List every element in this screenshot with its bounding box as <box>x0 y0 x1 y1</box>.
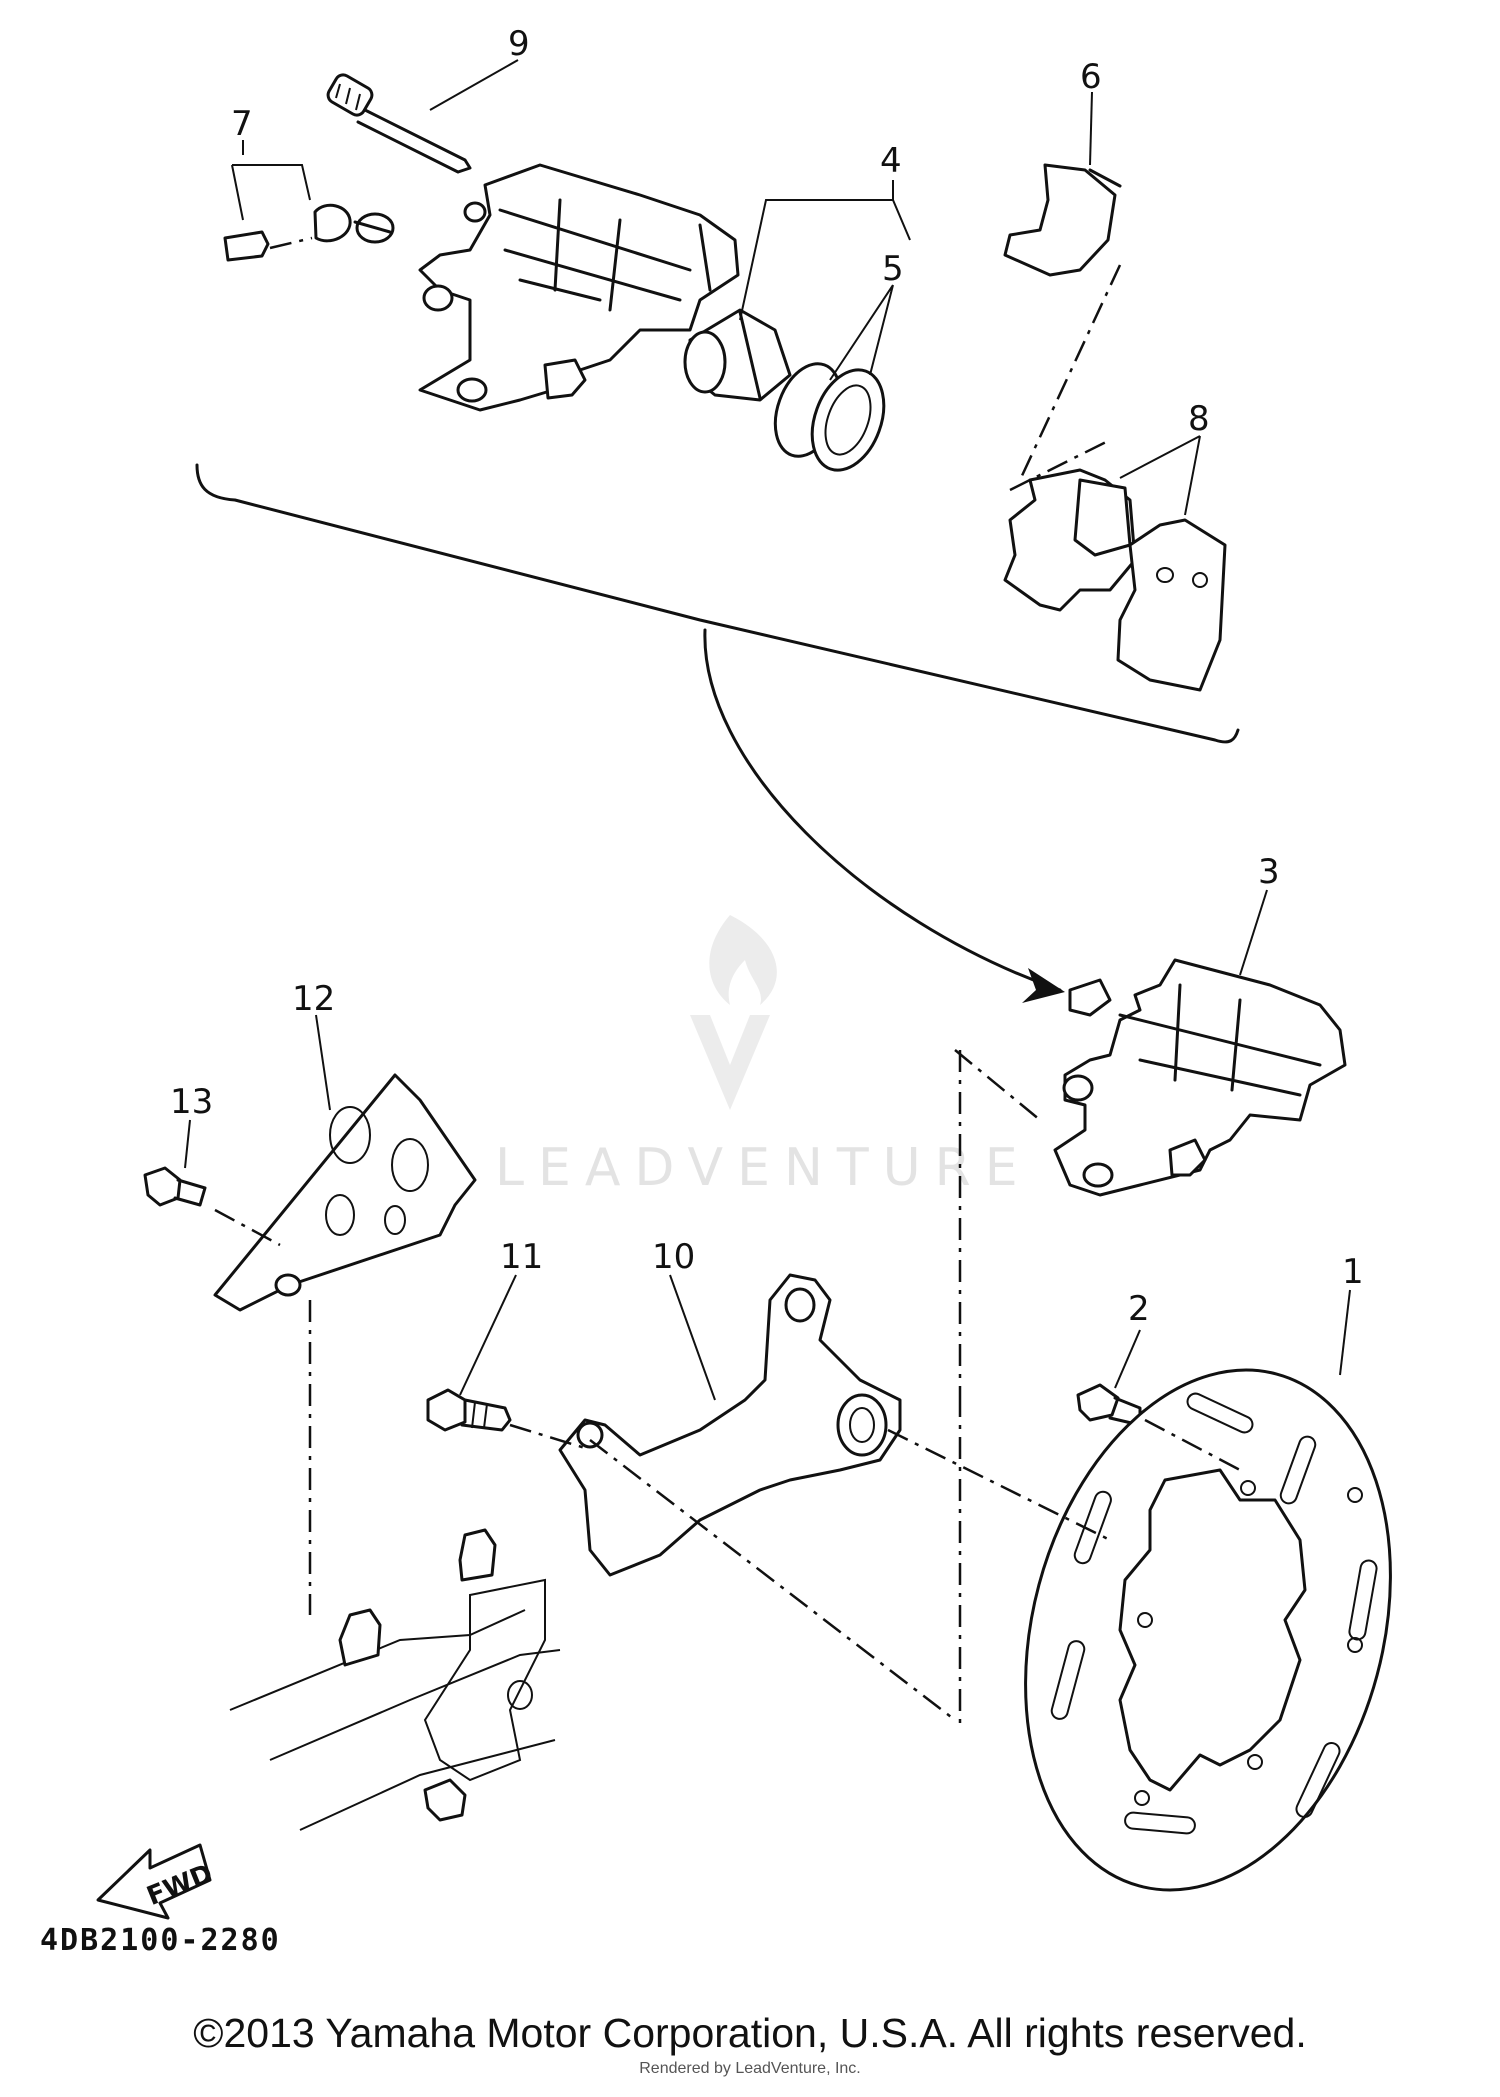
part-10-caliper-bracket <box>558 1273 902 1577</box>
callout-12: 12 <box>292 979 335 1019</box>
forward-direction-arrow: FWD <box>96 1843 217 1920</box>
callout-1: 1 <box>1342 1252 1364 1292</box>
diagram-code: 4DB2100-2280 <box>40 1923 281 1958</box>
disc-inner-cutout <box>1118 1468 1307 1792</box>
flame-logo-icon <box>709 915 777 1005</box>
part-13-bolt <box>143 1166 207 1207</box>
caliper-body-exploded <box>418 163 740 412</box>
copyright-notice: ©2013 Yamaha Motor Corporation, U.S.A. A… <box>193 2010 1307 2056</box>
leader-lines <box>184 59 1351 1401</box>
arrow-head-icon <box>1022 968 1065 1003</box>
part-3-caliper-assembly <box>1053 958 1347 1197</box>
part-12-guard <box>213 1073 477 1312</box>
callout-7: 7 <box>231 104 253 144</box>
part-4-piston <box>683 308 792 402</box>
callout-3: 3 <box>1258 852 1280 892</box>
part-11-bolt <box>426 1388 512 1432</box>
rendered-by-credit: Rendered by LeadVenture, Inc. <box>639 2060 861 2077</box>
watermark-text: LEADVENTURE <box>495 1138 1032 1198</box>
callout-9: 9 <box>508 24 530 64</box>
leadventure-watermark: LEADVENTURE <box>495 915 1032 1198</box>
callout-4: 4 <box>880 141 902 181</box>
swingarm-outline <box>229 1528 561 1831</box>
callout-10: 10 <box>652 1237 695 1277</box>
v-logo-icon <box>690 1015 770 1110</box>
callout-6: 6 <box>1080 57 1102 97</box>
callout-11: 11 <box>500 1237 543 1277</box>
part-9-slide-pin <box>326 73 472 174</box>
part-2-bolt <box>1076 1383 1142 1427</box>
group-bracket-line <box>195 463 1240 744</box>
callout-5: 5 <box>882 249 904 289</box>
assembly-lines <box>214 236 1241 1730</box>
callout-13: 13 <box>170 1082 213 1122</box>
part-1-brake-disc <box>1024 1368 1392 1892</box>
callout-2: 2 <box>1128 1289 1150 1329</box>
assembly-arrow-line <box>703 628 1062 992</box>
callout-8: 8 <box>1188 399 1210 439</box>
part-8-brake-pads <box>1003 468 1227 692</box>
part-5-seals <box>773 362 886 472</box>
part-7-bleed-screw <box>223 203 395 262</box>
callouts: 1 2 3 4 5 6 7 8 9 10 11 12 13 <box>170 24 1364 1329</box>
part-6-pad-spring <box>1003 163 1122 277</box>
